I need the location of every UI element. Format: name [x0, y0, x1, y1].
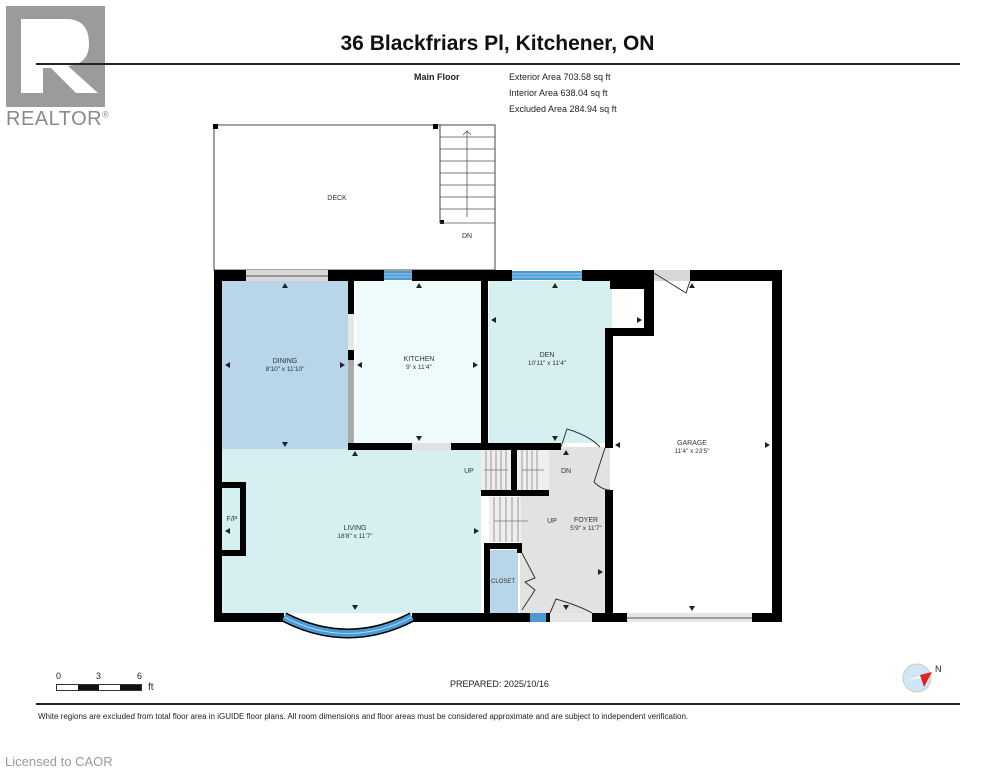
exterior-area: Exterior Area 703.58 sq ft [509, 72, 611, 82]
closet-label: CLOSET [491, 579, 515, 585]
foyer-label: FOYER [574, 517, 598, 524]
dining-label: DINING [273, 358, 298, 365]
den-label: DEN [540, 352, 555, 359]
closet-room [488, 550, 518, 613]
stairs-down-label: DN [561, 468, 571, 475]
compass-icon: N [902, 662, 942, 699]
deck-stairs [439, 125, 495, 224]
dining-room [222, 281, 348, 449]
windows [281, 271, 582, 639]
stairs-up-label-2: UP [547, 518, 557, 525]
license-text: Licensed to CAOR [5, 754, 113, 769]
deck-label: DECK [327, 195, 347, 202]
svg-text:N: N [935, 664, 942, 674]
footer-divider [36, 703, 960, 705]
kitchen-dims: 9' x 11'4" [406, 364, 432, 371]
foyer-dims: 5'9" x 11'7" [570, 525, 602, 532]
interior-stairs [481, 449, 549, 542]
living-dims: 18'8" x 11'7" [337, 533, 373, 540]
kitchen-room [356, 281, 481, 443]
fireplace-label: F/P [227, 516, 238, 523]
deck [213, 124, 496, 271]
realtor-wordmark: REALTOR® [6, 108, 110, 130]
living-room [222, 449, 481, 613]
dining-dims: 8'10" x 11'10" [266, 366, 305, 373]
walls [214, 270, 782, 622]
page-title: 36 Blackfriars Pl, Kitchener, ON [340, 32, 655, 55]
interior-area: Interior Area 638.04 sq ft [509, 88, 608, 98]
stairs-up-label: UP [464, 468, 474, 475]
disclaimer-text: White regions are excluded from total fl… [38, 712, 689, 721]
garage-label: GARAGE [677, 440, 707, 447]
kitchen-label: KITCHEN [404, 356, 435, 363]
den-dims: 10'11" x 11'4" [528, 360, 567, 367]
deck-stairs-label: DN [462, 233, 472, 240]
prepared-date: PREPARED: 2025/10/16 [450, 679, 549, 689]
realtor-r-icon [21, 19, 98, 93]
garage-room [612, 281, 772, 613]
garage-dims: 11'4" x 23'5" [674, 448, 710, 455]
header-divider [36, 63, 960, 65]
realtor-logo [6, 6, 105, 107]
excluded-area: Excluded Area 284.94 sq ft [509, 104, 617, 114]
fireplace [222, 488, 240, 550]
floor-plan: DECK DN DINING 8'10" x 11'10" KITCHEN 9'… [213, 124, 782, 639]
living-label: LIVING [344, 525, 367, 532]
openings [246, 270, 752, 622]
floor-name: Main Floor [414, 72, 460, 82]
dimension-markers [225, 283, 770, 611]
